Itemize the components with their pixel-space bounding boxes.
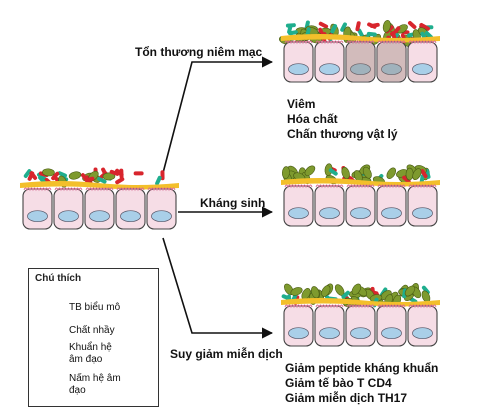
bacterium <box>133 171 144 176</box>
epithelial-cell <box>314 184 345 227</box>
bacterium <box>51 171 60 181</box>
bacterium <box>155 175 162 186</box>
tissue-immunosuppression <box>281 283 440 347</box>
fungus <box>405 167 414 181</box>
bacterium <box>84 176 95 183</box>
mucus-layer <box>281 34 440 43</box>
bacterium <box>420 169 428 179</box>
bacterium <box>115 177 125 185</box>
cause-label-immunosuppression: Suy giảm miễn dịch <box>170 347 283 361</box>
mucus-layer <box>281 298 440 307</box>
microbiota-layer <box>282 163 431 185</box>
bacterium <box>287 24 293 34</box>
damaged-cell-overlay <box>378 43 405 81</box>
mucus-layer <box>20 181 179 190</box>
epithelial-cell <box>283 304 314 347</box>
tissue-antibiotics <box>281 163 440 227</box>
fungus <box>386 167 397 179</box>
bacterium <box>420 23 430 31</box>
arrow-to-immunity <box>162 237 274 339</box>
fungus <box>282 166 290 179</box>
effect-item: Hóa chất <box>287 112 338 126</box>
epithelial-cell <box>314 40 345 83</box>
bacterium <box>357 28 365 38</box>
mucus-layer <box>281 178 440 187</box>
bacterium <box>109 169 120 176</box>
fungus <box>362 166 372 179</box>
epithelial-cell <box>376 40 407 83</box>
effect-item: Chấn thương vật lý <box>287 127 398 141</box>
epithelial-cell <box>345 40 376 83</box>
legend-title: Chú thích <box>35 273 82 284</box>
epithelial-cell <box>345 184 376 227</box>
cause-label-antibiotics: Kháng sinh <box>200 196 266 210</box>
epithelial-cell <box>345 304 376 347</box>
arrows <box>162 56 274 339</box>
bacterium <box>421 285 430 295</box>
fungus <box>311 286 320 299</box>
tissue-mucosa-damage <box>278 20 440 83</box>
fungus <box>351 283 362 296</box>
legend-label-mucus: Chất nhầy <box>69 325 115 336</box>
fungus <box>304 165 316 176</box>
arrow-to-damage <box>162 56 274 174</box>
epithelial-cell <box>115 187 146 230</box>
bacterium <box>366 31 377 37</box>
bacterium <box>328 168 338 176</box>
legend-label-bacteria: Khuẩn hệ âm đạo <box>69 342 112 365</box>
fungus <box>290 287 303 296</box>
bacterium <box>29 171 38 180</box>
bacterium <box>330 24 338 34</box>
fungus <box>102 172 116 181</box>
epithelial-cell <box>146 187 177 230</box>
fungus <box>42 168 55 177</box>
bacterium <box>97 176 107 184</box>
bacterium <box>119 168 124 179</box>
epithelial-cell <box>407 40 438 83</box>
fungus <box>68 171 82 180</box>
legend-label-fungi: Nấm hệ âm đạo <box>69 373 121 396</box>
legend: Chú thích TB biểu mô Chất nhầy Khuẩn hệ … <box>28 268 159 407</box>
microbiota-layer <box>23 167 165 188</box>
bacterium <box>340 22 347 32</box>
epithelial-cell <box>283 40 314 83</box>
effect-item: Giảm peptide kháng khuẩn <box>285 361 439 375</box>
effect-item: Viêm <box>287 97 316 111</box>
legend-label-epithelial-cell: TB biểu mô <box>69 302 121 313</box>
epithelial-cell <box>314 304 345 347</box>
fungus <box>341 166 350 180</box>
effect-list-mucosa-damage: Viêm Hóa chất Chấn thương vật lý <box>287 97 398 142</box>
fungus <box>382 20 391 33</box>
fungus <box>412 168 422 180</box>
fungus <box>404 285 416 297</box>
epithelial-cell <box>84 187 115 230</box>
cause-label-mucosa-damage: Tổn thương niêm mạc <box>135 45 263 59</box>
tissue-normal <box>20 167 179 230</box>
bacterium <box>369 22 380 28</box>
bacterium <box>318 21 329 29</box>
epithelial-cell <box>407 304 438 347</box>
bacterium <box>23 169 32 178</box>
bacterium <box>355 21 361 32</box>
epithelial-cell <box>376 304 407 347</box>
epithelial-cell <box>376 184 407 227</box>
effect-list-immunosuppression: Giảm peptide kháng khuẩn Giảm tế bào T C… <box>285 361 438 406</box>
effect-item: Giảm miễn dịch TH17 <box>285 391 408 405</box>
bacterium <box>402 175 411 184</box>
epithelial-cell <box>407 184 438 227</box>
bacterium <box>281 294 292 301</box>
effect-item: Giảm tế bào T CD4 <box>285 376 392 390</box>
bacterium <box>57 171 68 178</box>
bacterium <box>407 20 417 30</box>
epithelial-cell <box>53 187 84 230</box>
bacterium <box>341 290 350 299</box>
epithelial-cell <box>22 187 53 230</box>
fungus <box>321 285 331 297</box>
damaged-cell-overlay <box>347 43 374 81</box>
epithelial-cell <box>283 184 314 227</box>
